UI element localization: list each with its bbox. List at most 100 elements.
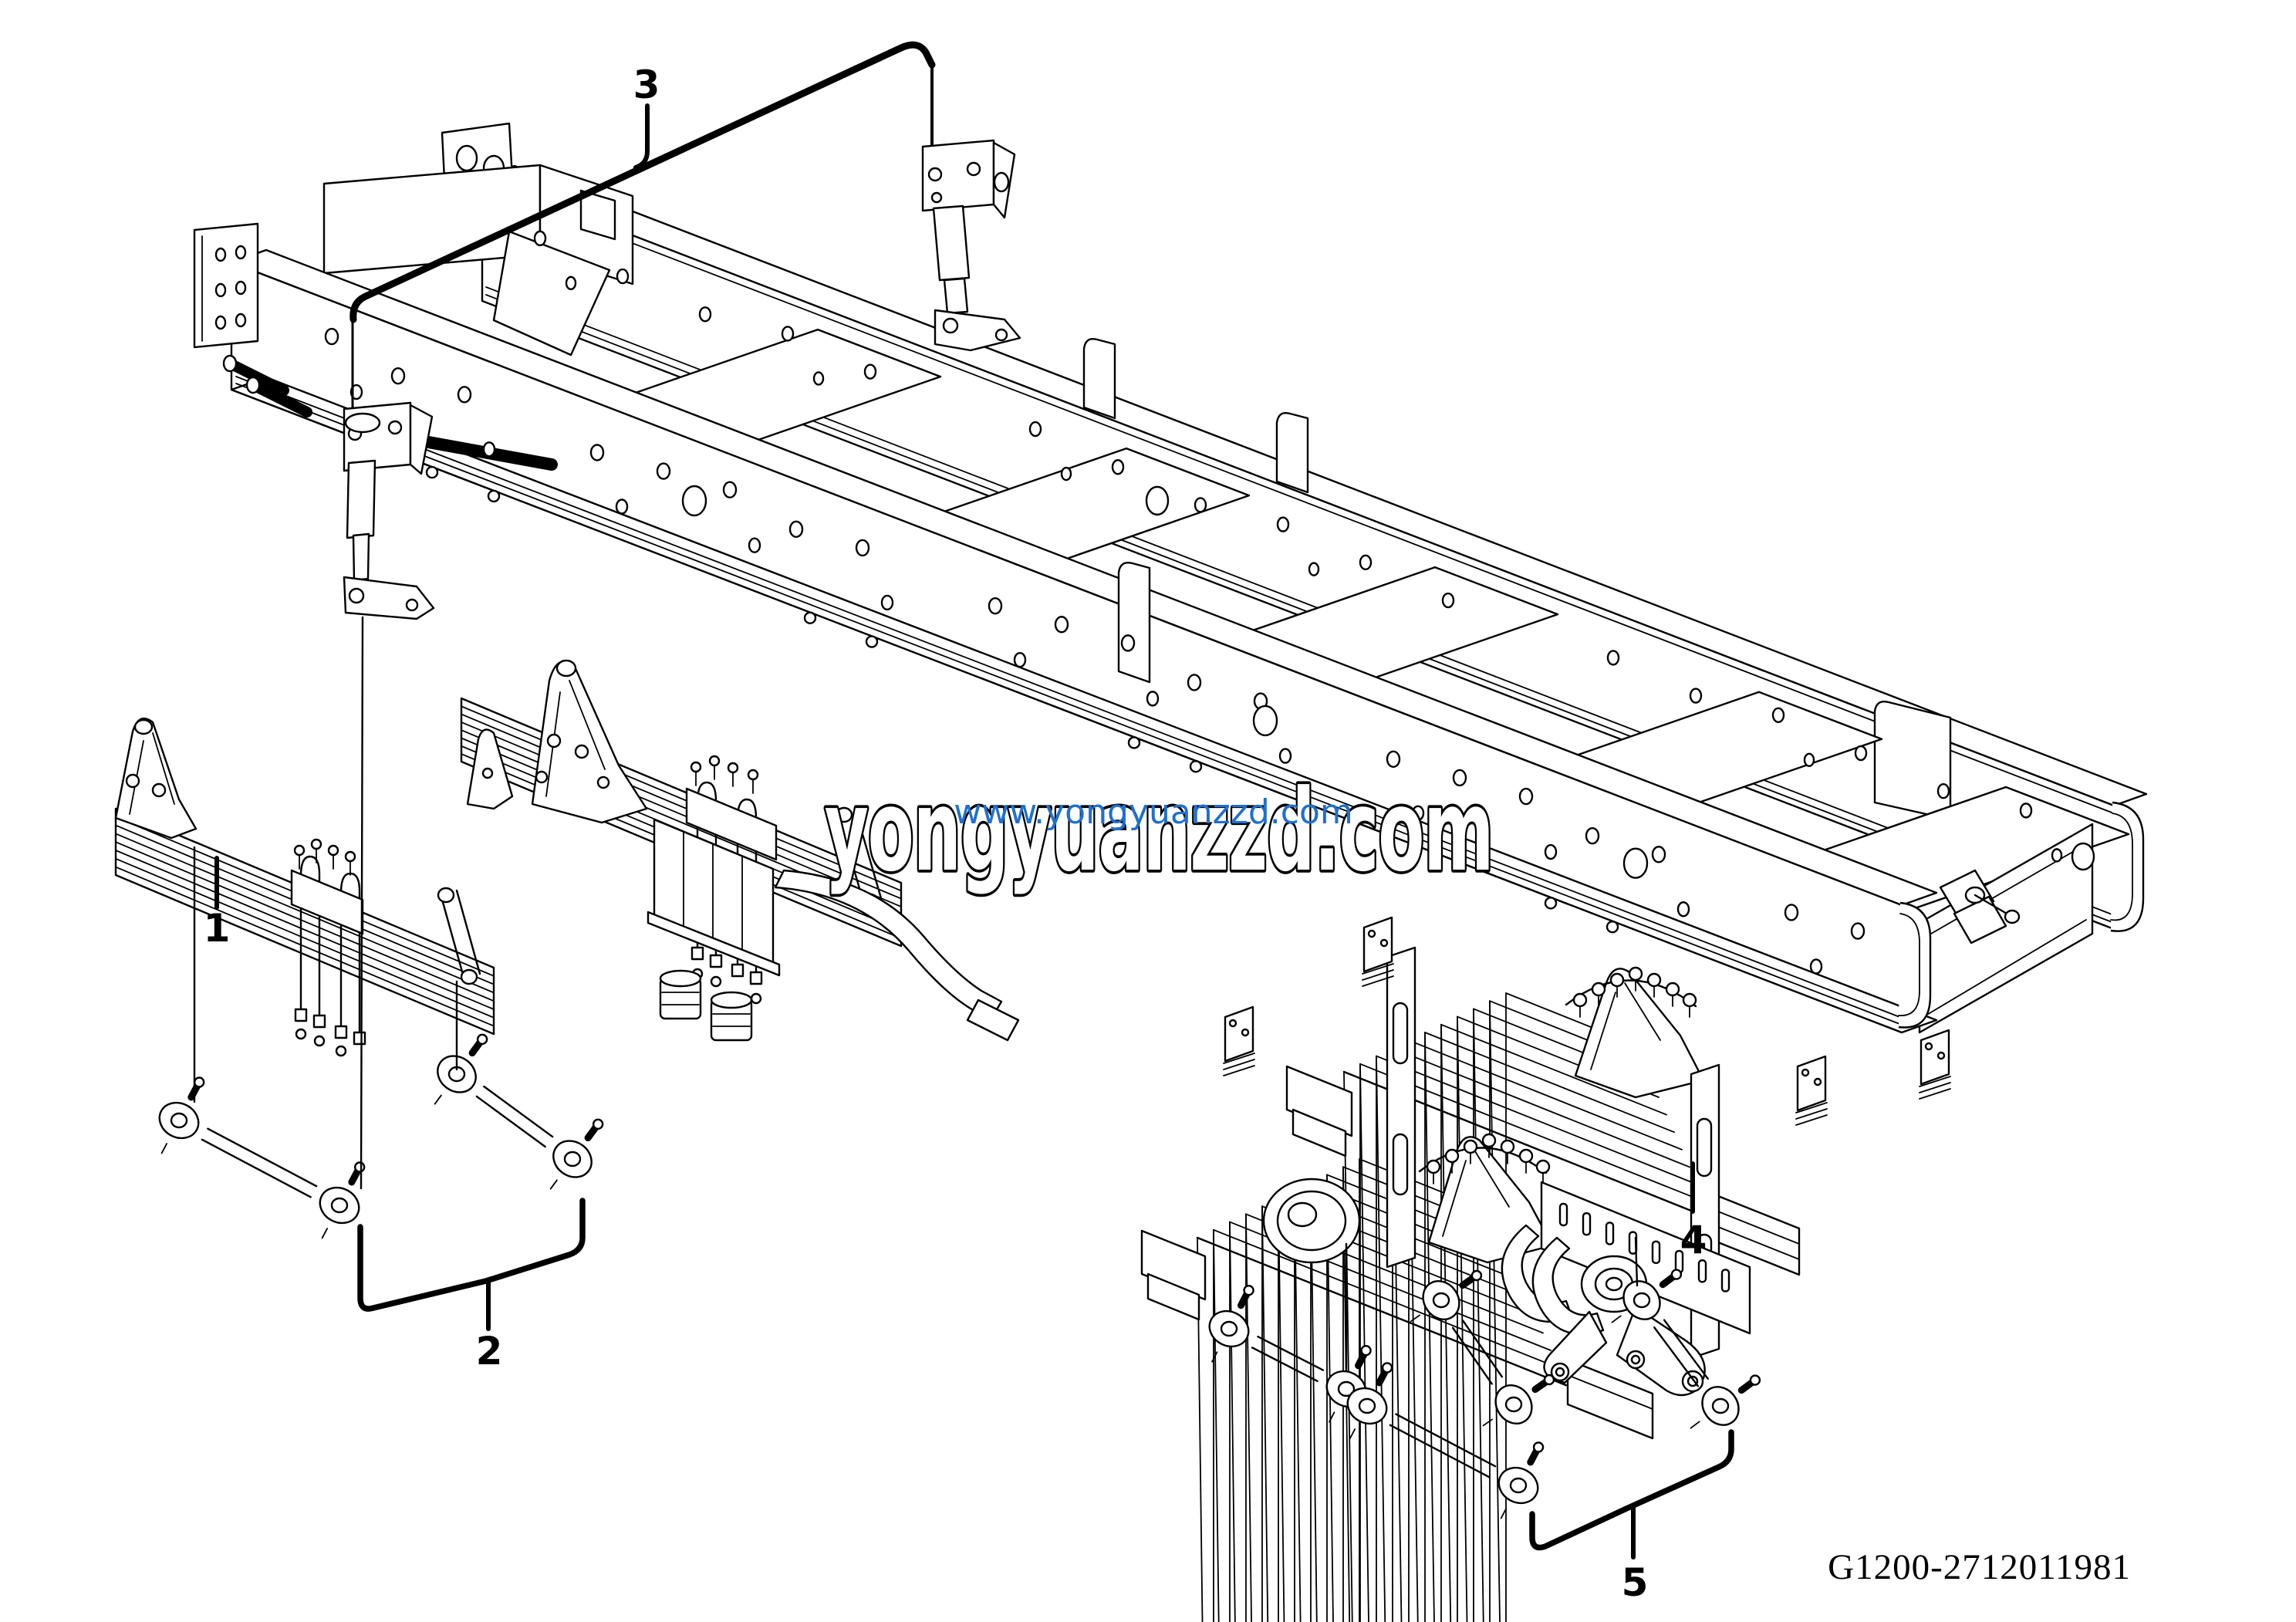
rod-pin-nut — [1243, 1284, 1254, 1296]
frame-hole — [589, 444, 605, 461]
leaf-line — [115, 857, 495, 1019]
frame-hole — [1411, 805, 1425, 822]
flange-bolt — [1189, 760, 1203, 773]
frame-hole — [1936, 782, 1950, 799]
plate-hole — [235, 313, 247, 328]
near-rail-end-cap-inner — [1898, 913, 1920, 1016]
bogie-far-extras — [1285, 966, 1801, 1276]
pad-line — [1795, 1108, 1828, 1120]
rod-pin-nut — [592, 1118, 604, 1130]
frame-hole — [1803, 752, 1815, 767]
small-hanger — [466, 728, 514, 810]
bump-stop-1 — [659, 969, 702, 1020]
bogie-leaf — [1376, 1055, 1698, 1185]
pad-bolt — [1801, 1068, 1810, 1077]
frame-hole — [1676, 901, 1690, 917]
pad-bolt — [1367, 929, 1376, 938]
bogie-step — [1326, 1166, 1344, 1622]
watermark-url-text: www.yongyuanzzd.com — [954, 792, 1353, 832]
frame-oval-hole — [1622, 847, 1649, 879]
frame-hole — [1651, 846, 1666, 863]
frame-hole — [988, 596, 1003, 615]
bogie-step — [1213, 1221, 1231, 1622]
far-rail-holes — [533, 230, 2095, 871]
front-left-leaf-pack — [114, 717, 495, 1057]
bolt-head — [1518, 1148, 1534, 1164]
pad-bolt — [1936, 1051, 1946, 1060]
rod-bushing-pin — [1509, 1477, 1528, 1494]
rod-body — [475, 1095, 546, 1148]
rod-pin-nut — [1670, 1269, 1683, 1280]
bump-stop-2 — [710, 991, 753, 1042]
rod-pin-nut — [1532, 1441, 1545, 1453]
bogie-step — [1343, 1063, 1361, 1622]
frame-hole — [482, 441, 496, 458]
trunnion-assembly — [1501, 1181, 1751, 1397]
rod-pin — [1611, 1315, 1622, 1323]
leaf-line — [461, 721, 902, 907]
callout-5: 5 — [1622, 1560, 1649, 1605]
pad-brackets — [1223, 916, 1951, 1126]
bogie-step — [1473, 1000, 1491, 1622]
frame-hole — [855, 539, 870, 557]
frame-hole — [1452, 769, 1467, 787]
pad-line — [1362, 975, 1394, 987]
bogie-step — [1261, 1198, 1279, 1622]
frame-hole — [880, 594, 894, 611]
flange-bolt — [425, 465, 439, 479]
rear-torque-rods — [1208, 1269, 1761, 1519]
rod-bushing-pin — [1220, 1320, 1238, 1337]
callout5-bracket — [1529, 1429, 1734, 1551]
plate-hole — [235, 280, 247, 296]
rod-bushing-pin — [1711, 1397, 1730, 1414]
bolt-head — [1463, 1139, 1478, 1154]
rear-bogie — [1140, 916, 1951, 1622]
pad-line — [1223, 1059, 1255, 1070]
rod-pin — [1349, 1428, 1356, 1440]
stabilizer-bar — [774, 869, 1020, 1042]
frame-hole — [1850, 922, 1866, 940]
frame-hole — [748, 537, 761, 553]
rod-body — [1451, 1326, 1493, 1385]
bogie-step — [1424, 1023, 1442, 1622]
pad-line — [1223, 1053, 1255, 1064]
pad-line — [1362, 963, 1394, 975]
frame-hole — [457, 386, 472, 404]
rod-pin — [160, 1143, 168, 1154]
frame-hole — [656, 462, 671, 480]
leaf-line — [115, 833, 495, 994]
bolt-head — [1426, 1159, 1441, 1174]
frame-hole — [1013, 651, 1027, 668]
rod-bushing-pin — [330, 1197, 349, 1214]
connector-lines — [193, 616, 1639, 1372]
leaf-line — [115, 841, 495, 1002]
front-torque-rods — [158, 1033, 604, 1239]
frame-hole — [2051, 848, 2063, 863]
plate-hole — [214, 282, 227, 298]
flange-bolt — [1127, 736, 1141, 749]
frame-hole — [1120, 634, 1136, 652]
trunnion-slot — [1582, 1212, 1592, 1236]
rod-body — [1395, 1413, 1497, 1468]
leaf-line — [115, 850, 495, 1010]
far-rail-topline — [493, 189, 2119, 816]
callout-4: 4 — [1680, 1218, 1707, 1262]
trunnion-slot — [1720, 1269, 1730, 1293]
rod-body — [1653, 1326, 1700, 1387]
bolt-head — [1646, 972, 1662, 988]
trunnion-slots — [1558, 1202, 1730, 1293]
near-rail-front-plate — [193, 222, 259, 349]
plate-hole — [214, 315, 227, 330]
frame-hole — [722, 481, 738, 498]
near-rail-lip1 — [235, 383, 1903, 1026]
callout-2: 2 — [476, 1329, 503, 1374]
callout-labels: 1 2 3 4 5 — [204, 63, 1707, 1605]
bogie-leaf — [1359, 1063, 1706, 1203]
frame-oval-hole — [2071, 842, 2095, 871]
rod-body — [1389, 1424, 1491, 1478]
rod-bushing-pin — [170, 1112, 188, 1129]
trunnion-slot — [1651, 1240, 1661, 1265]
frame-hole — [781, 326, 795, 342]
